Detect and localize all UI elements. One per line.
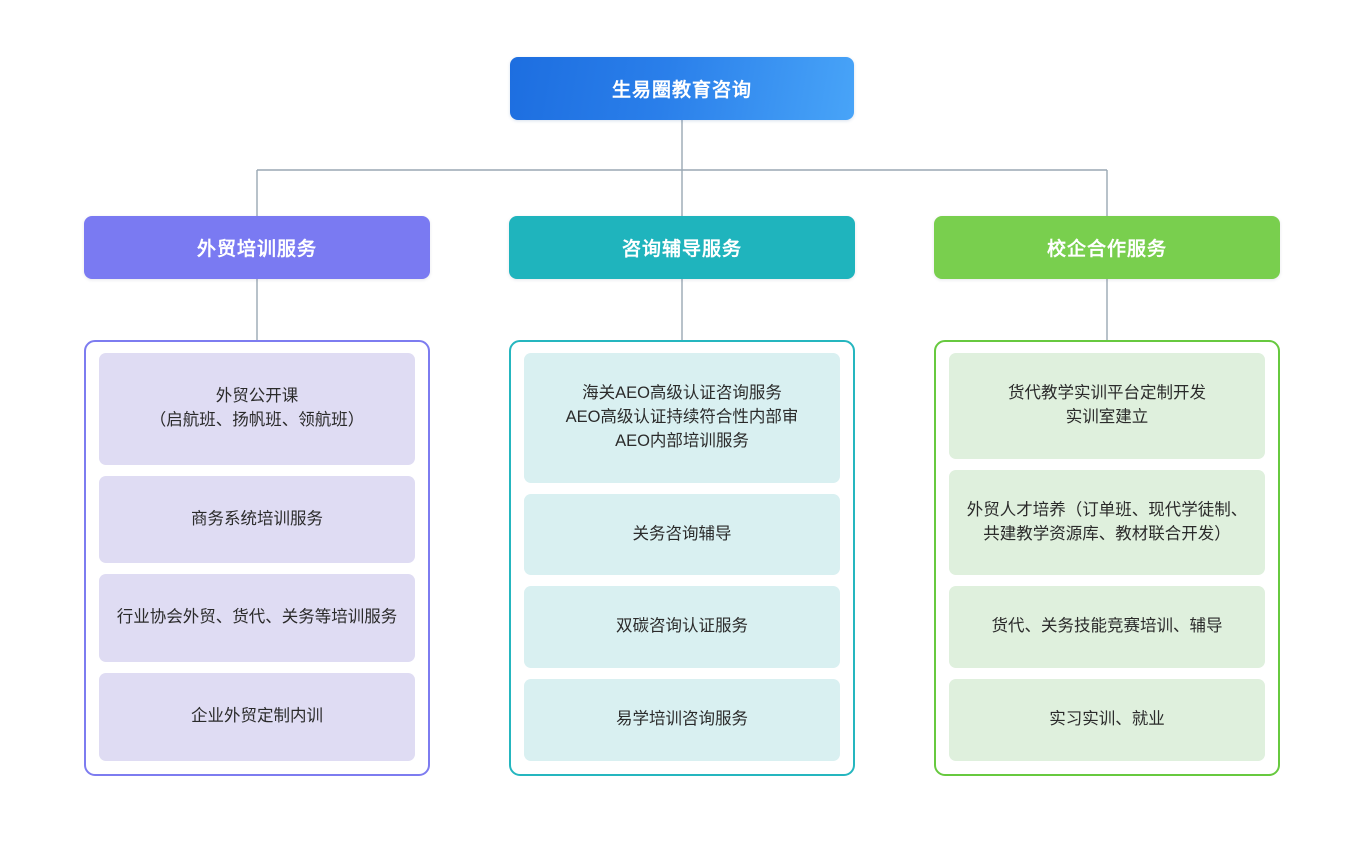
leaf-card[interactable]: 货代、关务技能竞赛培训、辅导 xyxy=(949,586,1265,669)
root-node[interactable]: 生易圈教育咨询 xyxy=(510,57,854,120)
leaf-card[interactable]: 企业外贸定制内训 xyxy=(99,673,415,761)
branch-header-label: 外贸培训服务 xyxy=(196,239,317,260)
leaf-card[interactable]: 行业协会外贸、货代、关务等培训服务 xyxy=(99,574,415,663)
branch-header-foreign-trade-training[interactable]: 外贸培训服务 xyxy=(84,216,430,279)
leaf-card[interactable]: 外贸公开课 （启航班、扬帆班、领航班） xyxy=(99,353,415,465)
branch-column-school-enterprise-cooperation: 校企合作服务 xyxy=(934,216,1280,279)
leaf-card[interactable]: 关务咨询辅导 xyxy=(524,493,840,576)
root-node-label: 生易圈教育咨询 xyxy=(611,80,752,101)
group-box-foreign-trade-training: 外贸公开课 （启航班、扬帆班、领航班） 商务系统培训服务 行业协会外贸、货代、关… xyxy=(84,340,430,776)
branch-header-school-enterprise-cooperation[interactable]: 校企合作服务 xyxy=(934,216,1280,279)
branch-column-consulting-coaching: 咨询辅导服务 xyxy=(509,216,855,279)
group-box-school-enterprise-cooperation: 货代教学实训平台定制开发 实训室建立 外贸人才培养（订单班、现代学徒制、共建教学… xyxy=(934,340,1280,776)
leaf-card[interactable]: 海关AEO高级认证咨询服务 AEO高级认证持续符合性内部审 AEO内部培训服务 xyxy=(524,353,840,483)
leaf-card[interactable]: 商务系统培训服务 xyxy=(99,475,415,564)
group-box-consulting-coaching: 海关AEO高级认证咨询服务 AEO高级认证持续符合性内部审 AEO内部培训服务 … xyxy=(509,340,855,776)
branch-header-label: 校企合作服务 xyxy=(1046,239,1167,260)
branch-header-consulting-coaching[interactable]: 咨询辅导服务 xyxy=(509,216,855,279)
leaf-card[interactable]: 双碳咨询认证服务 xyxy=(524,586,840,669)
leaf-card[interactable]: 外贸人才培养（订单班、现代学徒制、共建教学资源库、教材联合开发） xyxy=(949,469,1265,576)
branch-column-foreign-trade-training: 外贸培训服务 xyxy=(84,216,430,279)
leaf-card[interactable]: 货代教学实训平台定制开发 实训室建立 xyxy=(949,353,1265,459)
leaf-card[interactable]: 易学培训咨询服务 xyxy=(524,679,840,762)
branch-header-label: 咨询辅导服务 xyxy=(621,239,742,260)
leaf-card[interactable]: 实习实训、就业 xyxy=(949,679,1265,762)
